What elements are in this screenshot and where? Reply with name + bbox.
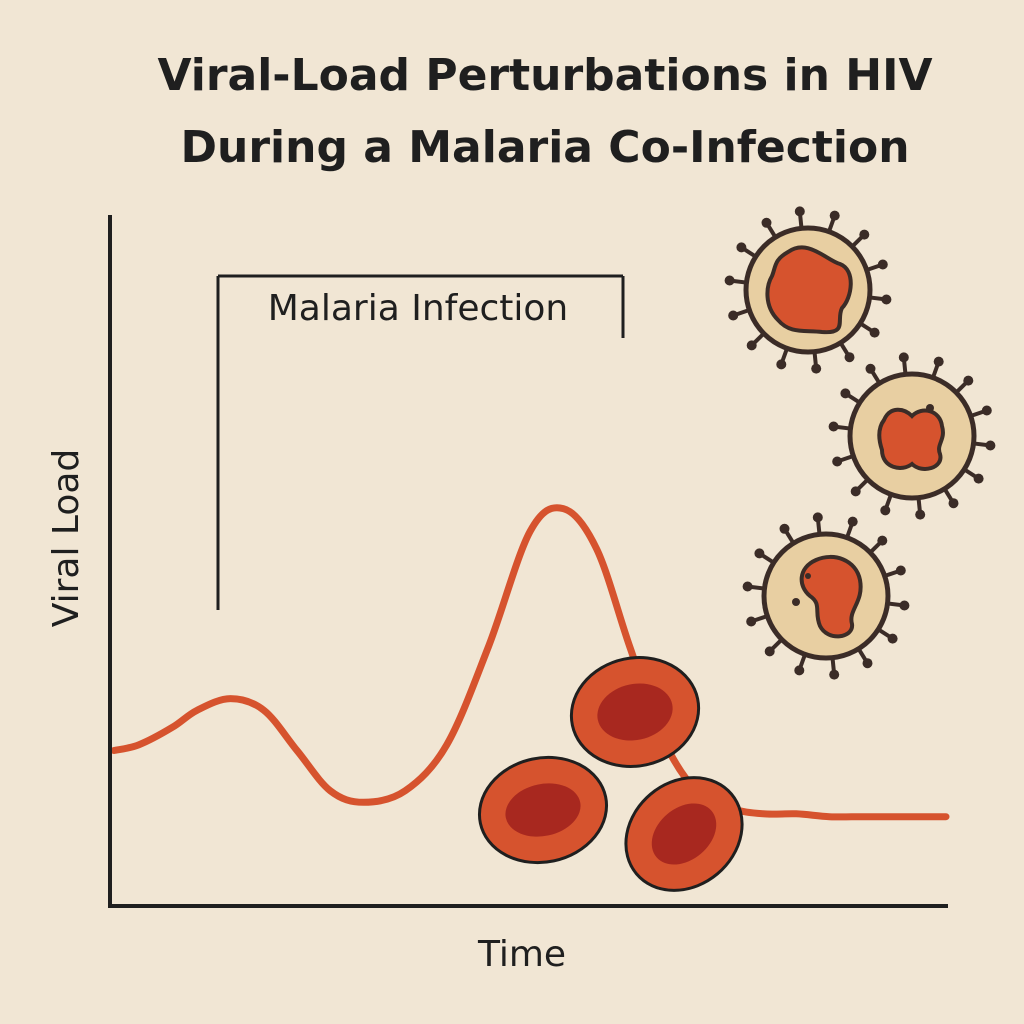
hiv-virus-icon bbox=[742, 512, 910, 680]
virus-spike-tip bbox=[881, 294, 892, 305]
virus-spike-tip bbox=[794, 665, 805, 676]
virus-spike-tip bbox=[832, 456, 843, 467]
hiv-virus-icon bbox=[828, 352, 996, 520]
viral-load-series-line bbox=[110, 504, 950, 821]
annotation-label: Malaria Infection bbox=[268, 288, 569, 329]
virus-spike-tip bbox=[844, 352, 855, 363]
red-blood-cell-icon bbox=[569, 656, 701, 768]
virus-spike-tip bbox=[812, 512, 823, 523]
virus-spike-tip bbox=[859, 229, 870, 240]
virus-spike-tip bbox=[840, 388, 851, 399]
virus-spike-tip bbox=[761, 217, 772, 228]
virus-spike-tip bbox=[869, 327, 880, 338]
virus-spike-tip bbox=[973, 473, 984, 484]
virus-spike-tip bbox=[776, 359, 787, 370]
virus-spike-tip bbox=[829, 669, 840, 680]
red-blood-cell-icon bbox=[624, 776, 744, 892]
x-axis-label: Time bbox=[477, 934, 566, 975]
virus-spike-tip bbox=[887, 633, 898, 644]
virus-spike-tip bbox=[899, 600, 910, 611]
virus-spike-tip bbox=[877, 535, 888, 546]
virus-spike-tip bbox=[742, 581, 753, 592]
virus-spike-tip bbox=[948, 498, 959, 509]
virus-spike-tip bbox=[862, 658, 873, 669]
virus-spike-tip bbox=[847, 516, 858, 527]
virus-spike-tip bbox=[865, 363, 876, 374]
virus-spike-tip bbox=[933, 356, 944, 367]
virus-spike-tip bbox=[764, 646, 775, 657]
virus-spike-tip bbox=[746, 616, 757, 627]
virus-spike-tip bbox=[898, 352, 909, 363]
virus-spike-tip bbox=[794, 206, 805, 217]
virus-spike-tip bbox=[828, 421, 839, 432]
red-blood-cell-icon bbox=[477, 755, 609, 865]
virus-spike-tip bbox=[728, 310, 739, 321]
virus-spike-tip bbox=[746, 340, 757, 351]
virus-spike-tip bbox=[829, 210, 840, 221]
virus-spike-tip bbox=[850, 486, 861, 497]
chart-title-line-1: Viral-Load Perturbations in HIV bbox=[157, 50, 932, 101]
red-blood-cells-illustration bbox=[477, 656, 744, 892]
virus-spike-tip bbox=[915, 509, 926, 520]
virus-spike-tip bbox=[963, 375, 974, 386]
hiv-virus-icon bbox=[724, 206, 892, 374]
virus-spike-tip bbox=[981, 405, 992, 416]
virus-spike-tip bbox=[724, 275, 735, 286]
virus-spike-tip bbox=[811, 363, 822, 374]
virus-spike-tip bbox=[880, 505, 891, 516]
virus-spike-tip bbox=[877, 259, 888, 270]
malaria-annotation: Malaria Infection bbox=[216, 274, 625, 610]
virus-spike-tip bbox=[754, 548, 765, 559]
virus-spike-tip bbox=[895, 565, 906, 576]
chart-title-line-2: During a Malaria Co-Infection bbox=[180, 122, 909, 173]
y-axis-label: Viral Load bbox=[46, 449, 87, 628]
virus-spike-tip bbox=[736, 242, 747, 253]
virus-spike-tip bbox=[779, 523, 790, 534]
virus-spike-tip bbox=[985, 440, 996, 451]
